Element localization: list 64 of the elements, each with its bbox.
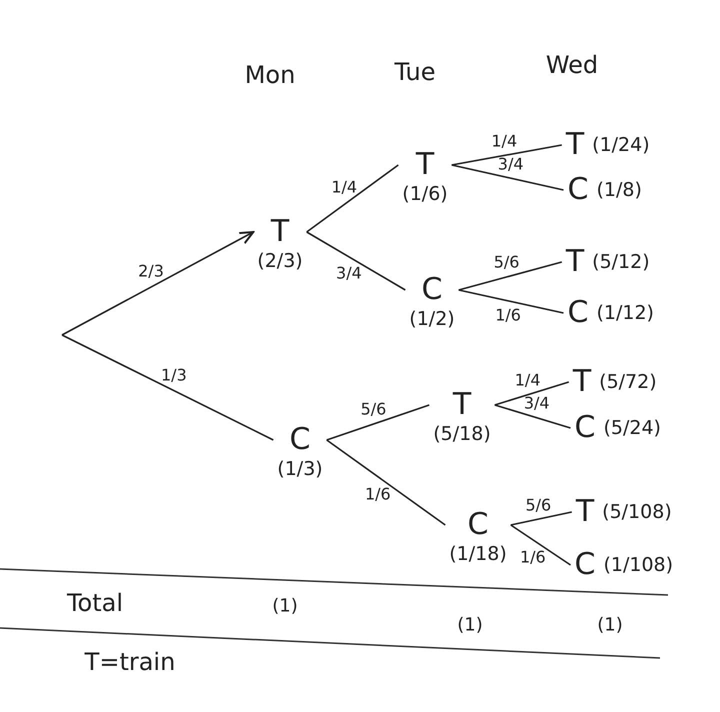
- branch-line: [458, 289, 564, 314]
- outcome-letter: T: [416, 149, 434, 181]
- branch-line: [326, 404, 430, 441]
- branch-line: [510, 511, 572, 526]
- row-label: Total: [66, 589, 124, 617]
- branch-line: [62, 334, 274, 441]
- edge-label: 2/3: [138, 262, 164, 281]
- branch-line: [326, 439, 446, 526]
- probability-value: (5/24): [603, 417, 661, 439]
- probability-value: (1/6): [402, 183, 448, 205]
- edge-label: 5/6: [525, 495, 552, 514]
- outcome-letter: C: [568, 297, 588, 329]
- branch-line: [510, 524, 571, 566]
- outcome-letter: C: [574, 549, 596, 581]
- outcome-letter: T: [566, 246, 584, 278]
- outcome-letter: C: [290, 424, 310, 456]
- edge-label: 1/4: [514, 370, 540, 390]
- edge-label: 3/4: [498, 154, 524, 174]
- arrow: [62, 231, 254, 336]
- outcome-letter: T: [452, 389, 472, 421]
- probability-value: (5/18): [433, 423, 491, 445]
- probability-value: (1/2): [409, 308, 455, 330]
- edge-label: 1/4: [331, 178, 358, 197]
- column-header: Tue: [394, 58, 436, 86]
- edge-label: 5/6: [494, 252, 520, 272]
- probability-value: (5/72): [599, 371, 657, 393]
- outcome-letter: T: [572, 366, 592, 398]
- edge-label: 1/6: [495, 306, 521, 325]
- column-header: Wed: [546, 51, 598, 79]
- branch-line: [306, 164, 399, 233]
- branch-line: [494, 404, 571, 429]
- branch-line: [452, 164, 564, 191]
- outcome-letter: C: [568, 174, 588, 206]
- edge-label: 1/6: [520, 547, 546, 566]
- outcome-letter: C: [468, 509, 488, 541]
- probability-value: (1/24): [592, 134, 650, 156]
- probability-value: (1/12): [596, 302, 654, 324]
- total-value: (1): [272, 596, 298, 616]
- legend-note: T=train: [84, 648, 176, 676]
- outcome-letter: C: [422, 274, 442, 306]
- total-value: (1): [597, 614, 623, 636]
- probability-value: (5/12): [592, 251, 650, 273]
- branch-line: [452, 144, 562, 166]
- total-value: (1): [457, 614, 483, 636]
- edge-label: 1/4: [491, 132, 518, 151]
- outcome-letter: C: [574, 412, 596, 444]
- probability-value: (1/3): [277, 458, 323, 480]
- probability-value: (1/18): [449, 543, 507, 565]
- outcome-letter: T: [270, 216, 290, 248]
- edge-label: 3/4: [524, 394, 550, 413]
- outcome-letter: T: [566, 129, 584, 161]
- probability-value: (2/3): [257, 250, 303, 272]
- edge-label: 5/6: [360, 400, 386, 419]
- branch-line: [494, 381, 570, 406]
- probability-value: (1/108): [603, 554, 674, 576]
- outcome-letter: T: [576, 496, 594, 528]
- branch-line: [458, 261, 562, 291]
- column-header: Mon: [244, 61, 296, 89]
- branch-line: [306, 231, 406, 291]
- edge-label: 1/3: [161, 365, 187, 384]
- edge-label: 3/4: [336, 264, 362, 283]
- edge-label: 1/6: [364, 484, 391, 504]
- probability-value: (1/8): [596, 179, 642, 201]
- probability-value: (5/108): [602, 501, 672, 523]
